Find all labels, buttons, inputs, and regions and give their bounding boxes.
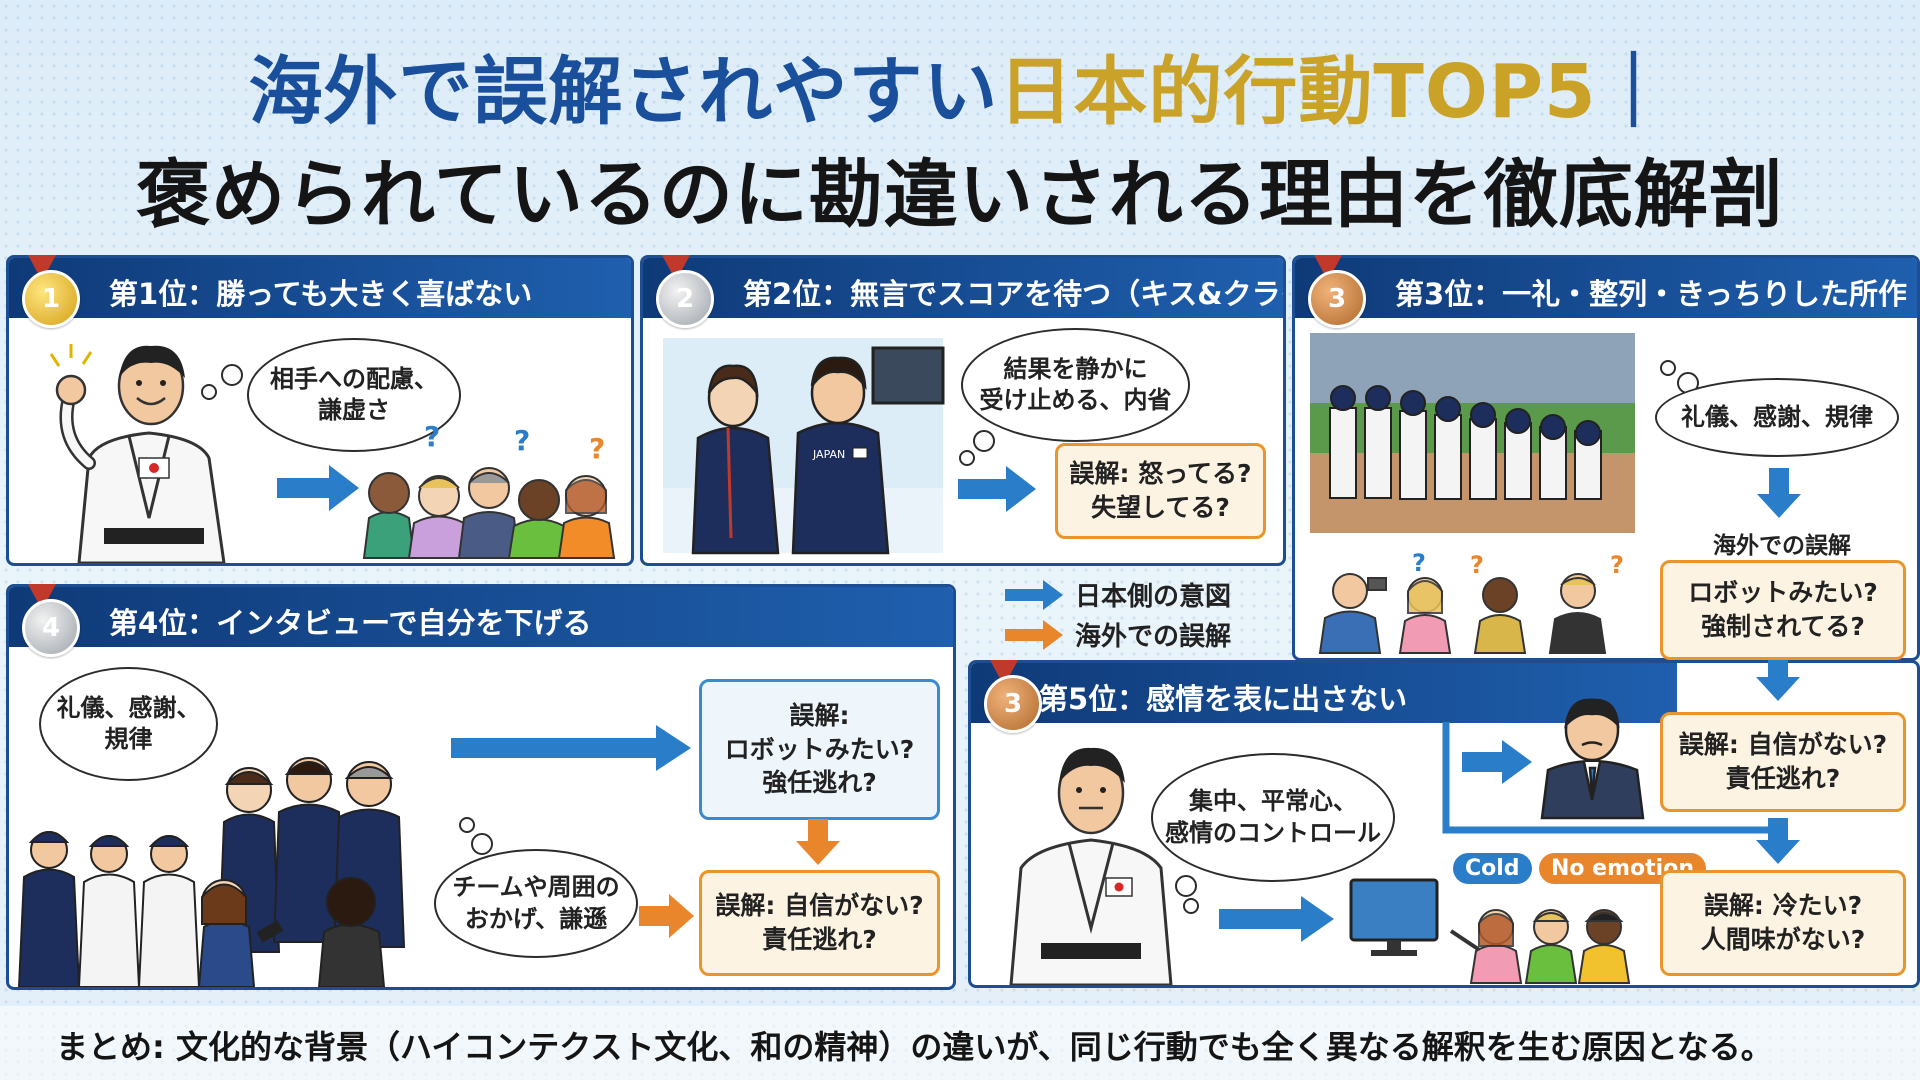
panel-header-text: 第3位：一礼・整列・きっちりした所作 — [1395, 277, 1908, 311]
panel-rank-4: 第4位：インタビューで自分を下げる 礼儀、感謝、 規律 誤解: ロボットみたい?… — [6, 584, 956, 990]
thought-bubble: 相手への配慮、 謙虚さ — [247, 338, 461, 452]
intent-arrow — [277, 465, 359, 511]
interview-illustration — [17, 757, 406, 987]
misunderstanding-box: 誤解: 怒ってる? 失望してる? — [1055, 443, 1266, 539]
confused-crowd-illustration: ? ? ? — [362, 420, 616, 559]
summary-text: まとめ: 文化的な背景（ハイコンテクスト文化、和の精神）の違いが、同じ行動でも全… — [56, 1028, 1773, 1066]
page-title-line2: 褒められているのに勘違いされる理由を徹底解剖 — [136, 152, 1784, 238]
misunderstanding-box-robot: 誤解: ロボットみたい? 強任逃れ? — [699, 679, 940, 820]
thought-dot-small — [459, 817, 475, 833]
svg-text:?: ? — [1470, 551, 1484, 579]
thought-dot-small — [1660, 360, 1676, 376]
jacket-text: JAPAN — [812, 448, 845, 461]
medal-icon-silver: 2 — [656, 270, 714, 328]
right-arrow-to-businessman — [1462, 740, 1532, 784]
panel-header: 第1位：勝っても大きく喜ばない — [9, 258, 631, 318]
overseas-label: 海外での誤解 — [1713, 533, 1851, 559]
thought-dot-small — [959, 450, 975, 466]
medal-icon-silver: 4 — [22, 599, 80, 657]
panel-rank-5: 第5位：感情を表に出さない 集中、平常心、 感情のコントロール Cold No … — [968, 660, 1920, 988]
misunderstanding-box-confidence: 誤解: 自信がない? 責任逃れ? — [1660, 712, 1906, 812]
thought-bubble: 集中、平常心、 感情のコントロール — [1151, 753, 1395, 882]
legend-overseas: 海外での誤解 — [1075, 622, 1232, 652]
panel-header: 第4位：インタビューで自分を下げる — [9, 587, 953, 647]
down-arrow-p3-b — [1756, 818, 1800, 864]
title-gold: 日本的行動TOP5 — [998, 49, 1597, 135]
thought-bubble-etiquette: 礼儀、感謝、 規律 — [39, 667, 218, 781]
intent-arrow — [1219, 896, 1334, 942]
svg-text:?: ? — [514, 424, 530, 457]
thought-bubble-modesty: チームや周囲の おかげ、謙遜 — [434, 849, 638, 958]
panel-header-text: 第2位：無言でスコアを待つ（キス&クライ） — [743, 277, 1286, 311]
medal-icon-gold: 1 — [22, 270, 80, 328]
medal-icon-bronze: 3 — [1308, 270, 1366, 328]
cold-tag: Cold — [1453, 853, 1532, 884]
panel-header-text: 第5位：感情を表に出さない — [1039, 682, 1408, 716]
summary-footer: まとめ: 文化的な背景（ハイコンテクスト文化、和の精神）の違いが、同じ行動でも全… — [0, 1006, 1920, 1080]
judo-athlete-illustration — [49, 344, 226, 563]
panel-rank-2: 第2位：無言でスコアを待つ（キス&クライ） JAPAN 結果を静かに 受け止める… — [640, 255, 1286, 566]
thought-dot-large — [1175, 875, 1197, 897]
thought-dot-large — [973, 430, 995, 452]
svg-text:?: ? — [1610, 551, 1624, 579]
thought-dot-large — [471, 833, 493, 855]
thought-dot-small — [201, 384, 217, 400]
panel-header-text: 第1位：勝っても大きく喜ばない — [109, 277, 533, 311]
onlookers-illustration: ? ? ? — [1318, 549, 1624, 654]
kiss-and-cry-illustration: JAPAN — [663, 338, 945, 555]
legend-orange-arrow — [1005, 620, 1063, 650]
thought-bubble: 礼儀、感謝、規律 — [1655, 378, 1899, 457]
misunderstanding-box-robot: ロボットみたい? 強制されてる? — [1660, 560, 1906, 660]
intent-arrow-long — [451, 725, 691, 771]
medal-icon-bronze: 3 — [984, 675, 1042, 733]
tv-icon — [1349, 878, 1439, 956]
thought-dot-small — [1183, 898, 1199, 914]
panel-header: 第5位：感情を表に出さない — [971, 663, 1677, 723]
svg-text:?: ? — [424, 420, 440, 453]
title-bar: ｜ — [1596, 49, 1672, 135]
page-title-line1: 海外で誤解されやすい日本的行動TOP5｜ — [0, 32, 1920, 139]
down-arrow-p3-a — [1756, 655, 1800, 701]
baseball-team-illustration — [1310, 333, 1635, 533]
panel-rank-1: 第1位：勝っても大きく喜ばない 相手への配慮、 謙虚さ ? ? ? — [6, 255, 634, 566]
panel-header: 第2位：無言でスコアを待つ（キス&クライ） — [643, 258, 1283, 318]
thought-bubble: 結果を静かに 受け止める、内省 — [961, 328, 1190, 442]
svg-text:?: ? — [1412, 549, 1426, 577]
panel-header: 第3位：一礼・整列・きっちりした所作 — [1295, 258, 1917, 318]
businessman-illustration — [1540, 698, 1645, 820]
down-arrow-orange — [796, 819, 840, 865]
intent-arrow — [958, 466, 1036, 512]
title-blue: 海外で誤解されやすい — [248, 49, 999, 135]
connector-lines — [1442, 722, 1770, 834]
legend-japan-side: 日本側の意図 — [1075, 582, 1232, 612]
judo-athlete-calm-illustration — [1009, 747, 1173, 985]
thought-dot-large — [221, 364, 243, 386]
legend-blue-arrow — [1005, 580, 1063, 610]
misunderstanding-box-confidence: 誤解: 自信がない? 責任逃れ? — [699, 870, 940, 976]
viewers-illustration — [1449, 909, 1631, 984]
down-arrow — [1757, 468, 1801, 518]
misunderstanding-box-cold: 誤解: 冷たい? 人間味がない? — [1660, 870, 1906, 976]
panel-header-text: 第4位：インタビューで自分を下げる — [109, 606, 592, 640]
misread-arrow-orange — [639, 894, 694, 938]
svg-text:?: ? — [589, 432, 605, 465]
